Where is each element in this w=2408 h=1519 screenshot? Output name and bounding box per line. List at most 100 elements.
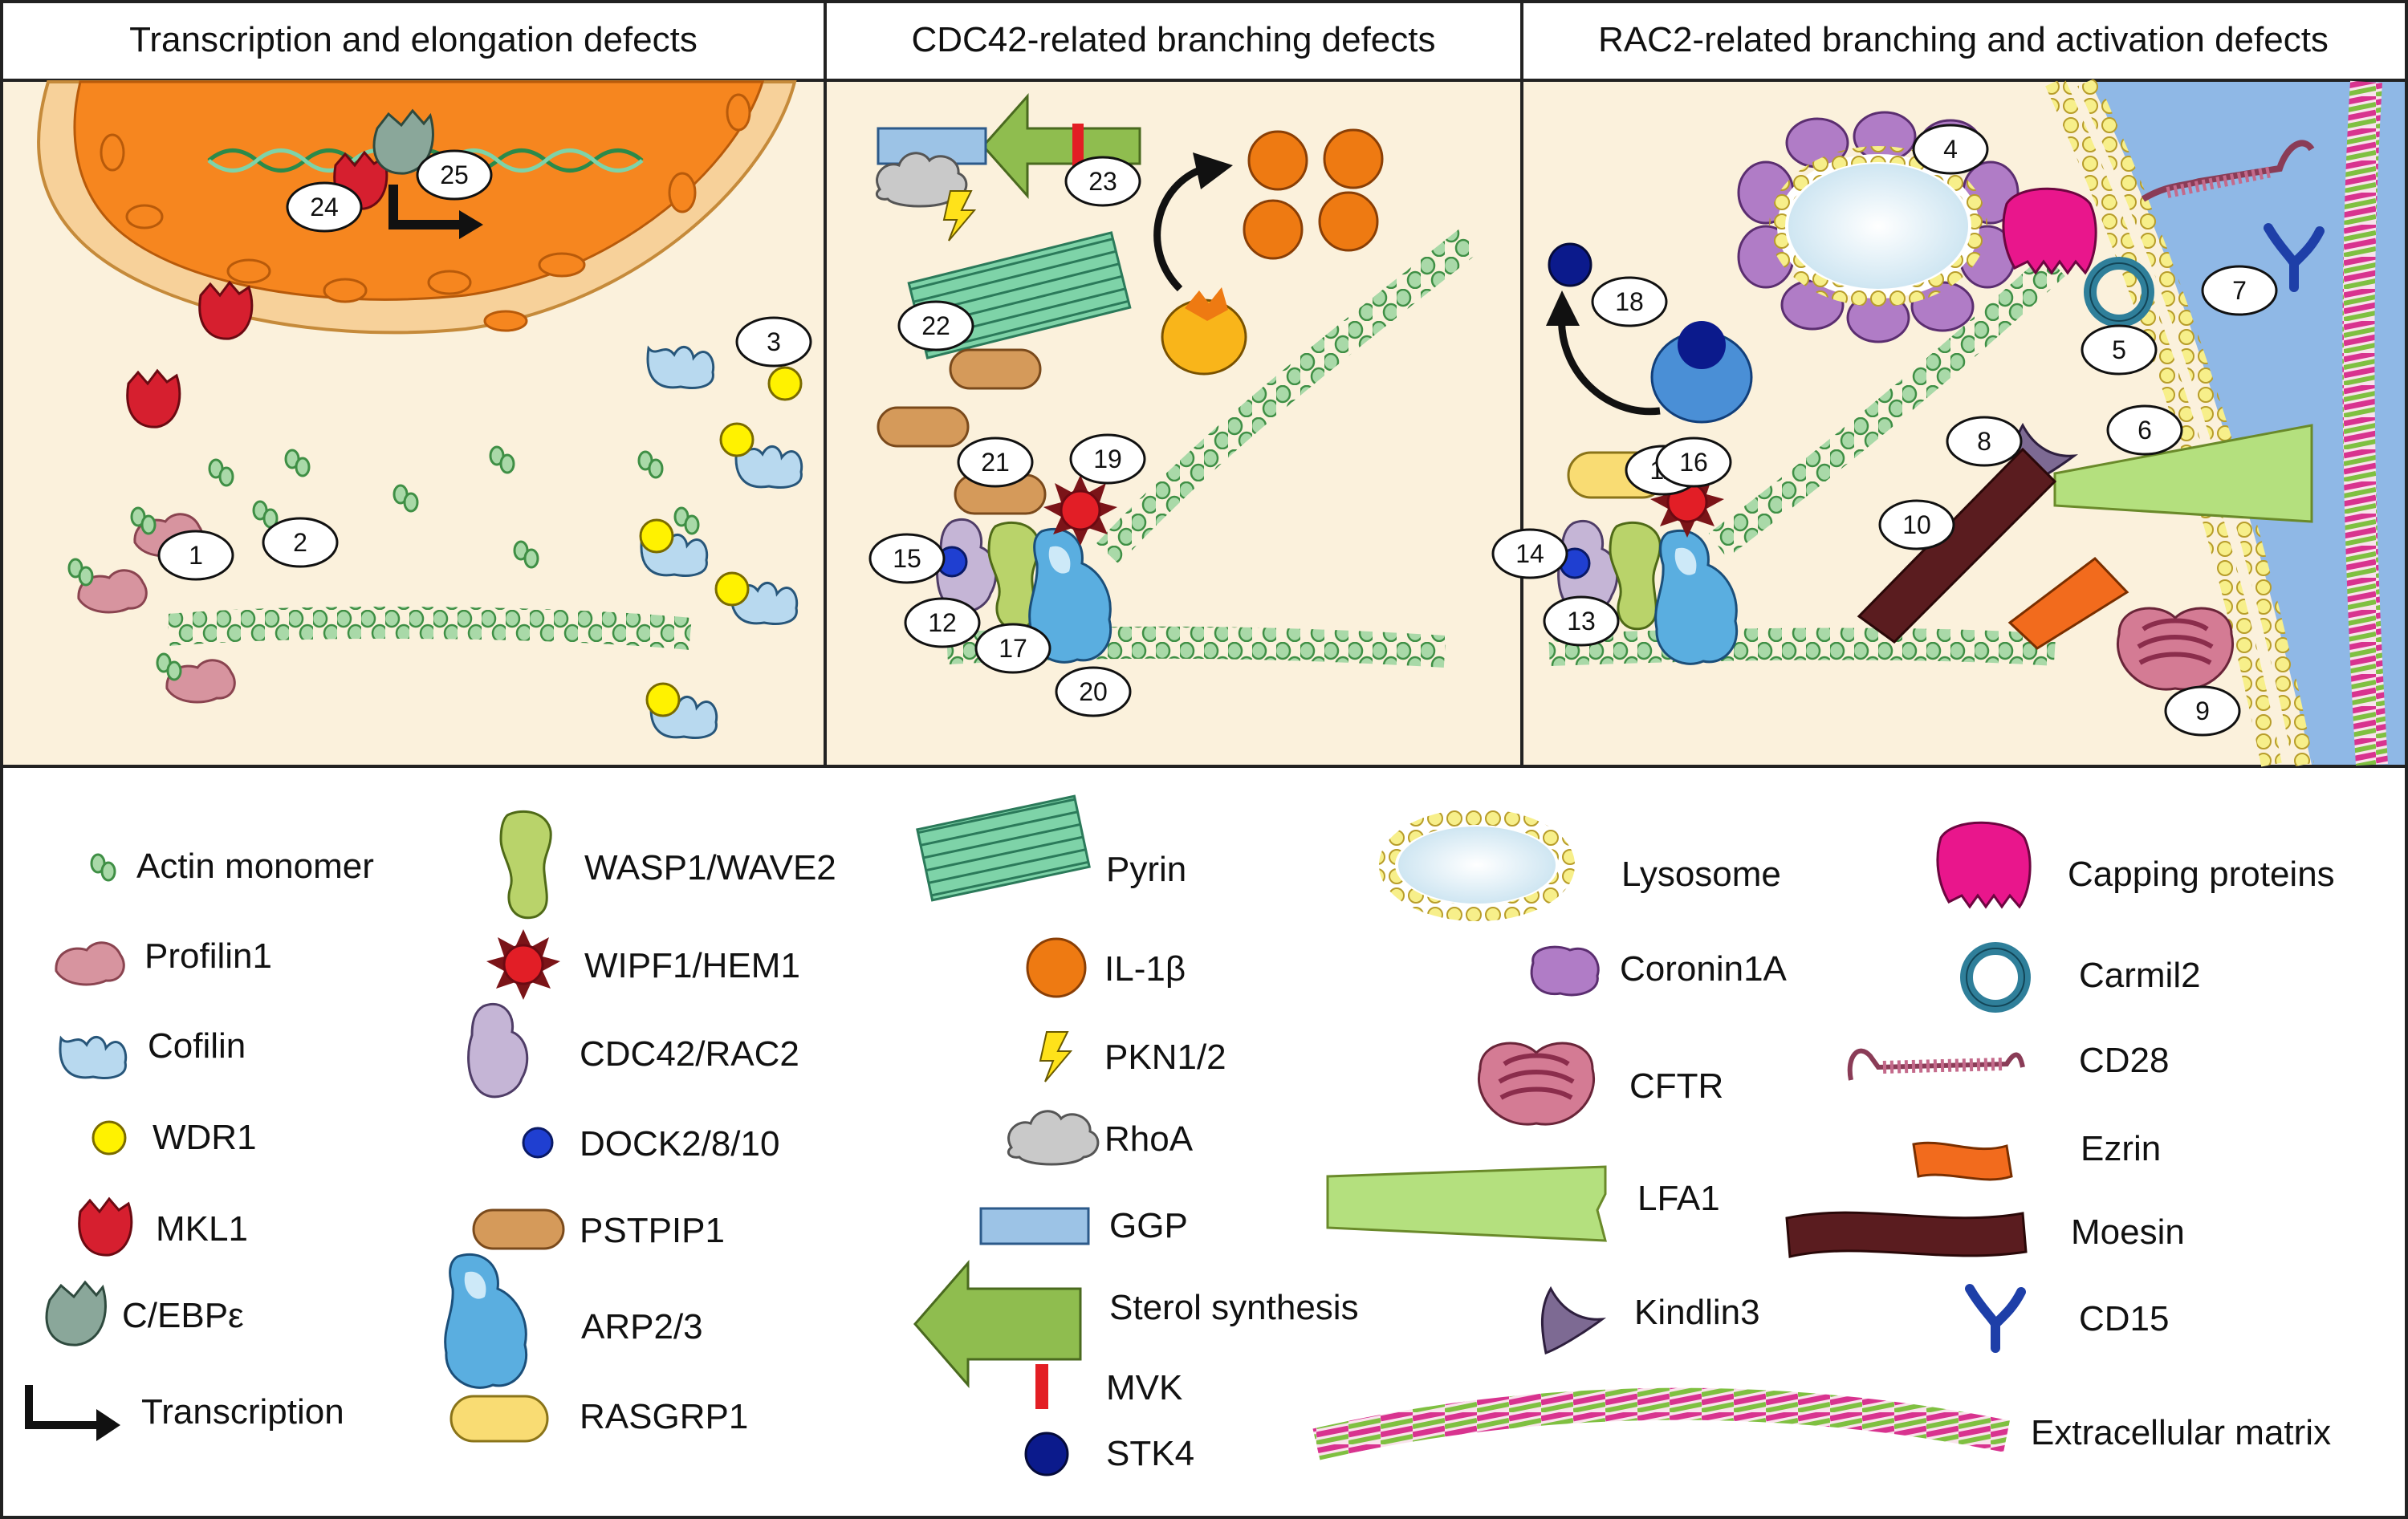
- number-label-22: 22: [897, 300, 974, 351]
- number-label-9: 9: [2164, 685, 2241, 737]
- wdr1: [639, 518, 674, 554]
- capping-protein: [2002, 187, 2097, 274]
- legend-capping-icon: [1936, 821, 2032, 908]
- legend-pyrin-label: Pyrin: [1106, 850, 1186, 889]
- number-label-text: 18: [1615, 287, 1644, 316]
- stk4-complex: [1650, 321, 1753, 424]
- legend-dock-icon: [522, 1127, 554, 1159]
- lysosome-coronin: [1737, 111, 2020, 343]
- legend-arp-label: ARP2/3: [581, 1307, 703, 1346]
- number-label-text: 20: [1079, 677, 1108, 706]
- panel-title-cdc42: CDC42-related branching defects: [911, 20, 1435, 59]
- il1b: [1323, 128, 1384, 189]
- number-label-text: 25: [440, 160, 469, 189]
- legend-wasp-label: WASP1/WAVE2: [584, 848, 836, 887]
- number-label-text: 16: [1679, 448, 1708, 477]
- number-label-19: 19: [1069, 433, 1146, 485]
- number-label-20: 20: [1055, 666, 1132, 717]
- number-label-text: 6: [2138, 416, 2152, 445]
- number-label-16: 16: [1655, 437, 1732, 488]
- legend-wasp-icon: [499, 810, 552, 920]
- legend-il1b-icon: [1026, 937, 1087, 998]
- extracellular-matrix: [2342, 80, 2388, 766]
- number-label-text: 1: [189, 541, 203, 570]
- legend-pkn-label: PKN1/2: [1104, 1038, 1226, 1077]
- number-label-text: 4: [1943, 135, 1958, 164]
- number-label-23: 23: [1064, 156, 1141, 207]
- number-label-text: 10: [1902, 510, 1931, 539]
- number-label-text: 17: [999, 634, 1027, 663]
- legend-cd28-icon: [1847, 1048, 2025, 1081]
- legend-moesin-label: Moesin: [2071, 1212, 2185, 1252]
- number-label-text: 9: [2195, 697, 2210, 725]
- number-label-15: 15: [868, 533, 946, 584]
- stk4: [1548, 242, 1592, 287]
- pstpip1: [949, 348, 1042, 390]
- legend-pstpip-label: PSTPIP1: [580, 1211, 725, 1250]
- ezrin: [2007, 556, 2129, 650]
- legend-sterol-icon: [913, 1259, 1082, 1389]
- legend-wipf-label: WIPF1/HEM1: [584, 946, 800, 985]
- mkl1-cyto-1: [198, 281, 254, 340]
- legend-cdc42-label: CDC42/RAC2: [580, 1034, 799, 1074]
- legend-coronin-icon: [1530, 945, 1600, 997]
- legend-carmil-label: Carmil2: [2079, 956, 2201, 995]
- legend-cd28-label: CD28: [2079, 1041, 2170, 1080]
- legend-ggp-label: GGP: [1109, 1206, 1188, 1245]
- legend: Actin monomer Profilin1 Cofilin WDR1 MKL…: [25, 794, 2335, 1476]
- number-label-24: 24: [286, 181, 363, 233]
- number-label-text: 23: [1088, 167, 1117, 196]
- nucleus: [37, 80, 797, 335]
- legend-cofilin-icon: [59, 1035, 128, 1079]
- legend-cftr-icon: [1479, 1043, 1593, 1124]
- number-label-text: 21: [981, 448, 1010, 477]
- cofilin: [646, 345, 715, 389]
- number-label-text: 15: [893, 544, 921, 573]
- lfa1: [2053, 424, 2313, 523]
- legend-pstpip-icon: [472, 1208, 565, 1250]
- legend-mvk-icon: [1035, 1364, 1048, 1409]
- number-label-4: 4: [1912, 124, 1989, 175]
- pstpip1: [877, 406, 970, 448]
- number-label-12: 12: [904, 597, 981, 648]
- number-label-6: 6: [2106, 404, 2183, 456]
- legend-rasgrp-icon: [449, 1395, 549, 1443]
- number-label-21: 21: [957, 437, 1034, 488]
- legend-ezrin-label: Ezrin: [2081, 1129, 2161, 1168]
- number-label-25: 25: [416, 149, 493, 201]
- number-label-text: 12: [928, 608, 957, 637]
- actin-filament-1: [167, 606, 692, 650]
- legend-capping-label: Capping proteins: [2068, 855, 2335, 894]
- legend-wdr1-icon: [92, 1120, 127, 1155]
- number-label-text: 2: [293, 528, 307, 557]
- number-labels: 1234567891011121314151617181920212223242…: [157, 124, 2278, 737]
- legend-rhoa-label: RhoA: [1104, 1119, 1194, 1159]
- il1b: [1243, 199, 1304, 260]
- legend-lfa1-icon: [1326, 1165, 1607, 1242]
- number-label-18: 18: [1591, 276, 1668, 327]
- legend-transcription-icon: [25, 1385, 101, 1429]
- legend-ecm-label: Extracellular matrix: [2031, 1413, 2331, 1452]
- il1b: [1318, 191, 1379, 252]
- legend-moesin-icon: [1785, 1211, 2028, 1258]
- legend-mvk-label: MVK: [1106, 1368, 1182, 1407]
- number-label-text: 19: [1093, 445, 1122, 473]
- number-label-8: 8: [1946, 416, 2023, 467]
- number-label-text: 22: [921, 311, 950, 340]
- number-label-text: 7: [2232, 276, 2247, 305]
- legend-cebpe-label: C/EBPε: [122, 1296, 244, 1335]
- number-label-1: 1: [157, 530, 234, 581]
- number-label-3: 3: [735, 316, 812, 368]
- legend-kindlin-label: Kindlin3: [1634, 1293, 1760, 1332]
- moesin: [1857, 447, 2057, 644]
- wdr1: [714, 571, 750, 607]
- legend-coronin-label: Coronin1A: [1620, 949, 1788, 989]
- number-label-2: 2: [262, 517, 339, 568]
- legend-ggp-icon: [979, 1207, 1090, 1245]
- legend-ecm-icon: [1312, 1387, 2010, 1460]
- legend-profilin-label: Profilin1: [144, 936, 272, 976]
- legend-rasgrp-label: RASGRP1: [580, 1397, 748, 1436]
- legend-cofilin-label: Cofilin: [148, 1026, 246, 1066]
